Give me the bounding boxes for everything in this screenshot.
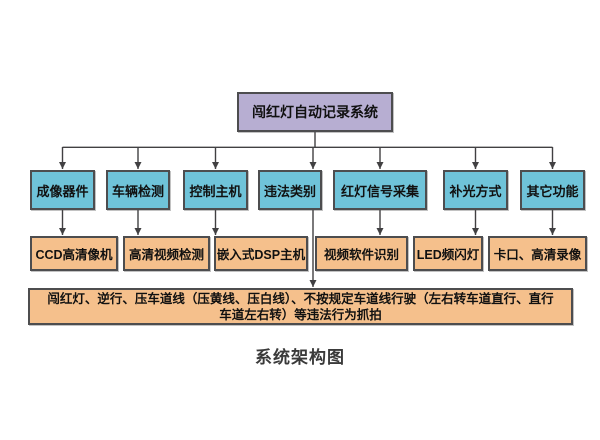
node-label: CCD高清像机 [35,248,113,262]
node-label: 补光方式 [449,183,502,199]
node-label: 其它功能 [526,183,579,199]
violation-detail-line1: 闯红灯、逆行、压车道线（压黄线、压白线）、不按规定车道线行驶（左右转车道直行、直… [47,291,554,306]
node-embedded-dsp-host: 嵌入式DSP主机 [214,236,308,271]
node-label: 视频软件识别 [323,248,399,262]
node-label: LED频闪灯 [416,248,480,262]
node-fill-light-mode: 补光方式 [443,170,508,210]
diagram-caption: 系统架构图 [255,348,345,367]
node-root-system: 闯红灯自动记录系统 [237,92,393,132]
node-checkpoint-hd-recording: 卡口、高清录像 [488,236,587,271]
node-led-strobe-light: LED频闪灯 [413,236,483,271]
node-label: 违法类别 [263,183,316,199]
node-ccd-hd-camera: CCD高清像机 [30,236,118,271]
node-label: 嵌入式DSP主机 [216,248,306,262]
node-label: 成像器件 [36,183,89,199]
node-label: 车辆检测 [111,183,164,199]
node-label: 控制主机 [189,183,242,199]
node-hd-video-detection: 高清视频检测 [123,236,210,271]
node-video-software-recognition: 视频软件识别 [315,236,408,271]
node-other-functions: 其它功能 [520,170,585,210]
node-redlight-signal-capture: 红灯信号采集 [333,170,427,210]
node-violation-type: 违法类别 [258,170,322,210]
node-label: 卡口、高清录像 [493,248,582,262]
node-root-label: 闯红灯自动记录系统 [252,104,378,120]
node-imaging-device: 成像器件 [30,170,95,210]
violation-detail-line2: 车道左右转）等违法行为抓拍 [219,307,382,322]
node-label: 高清视频检测 [128,248,204,262]
node-control-host: 控制主机 [183,170,248,210]
node-vehicle-detection: 车辆检测 [106,170,170,210]
violation-detail-box: 闯红灯、逆行、压车道线（压黄线、压白线）、不按规定车道线行驶（左右转车道直行、直… [28,288,573,325]
node-label: 红灯信号采集 [340,183,419,199]
